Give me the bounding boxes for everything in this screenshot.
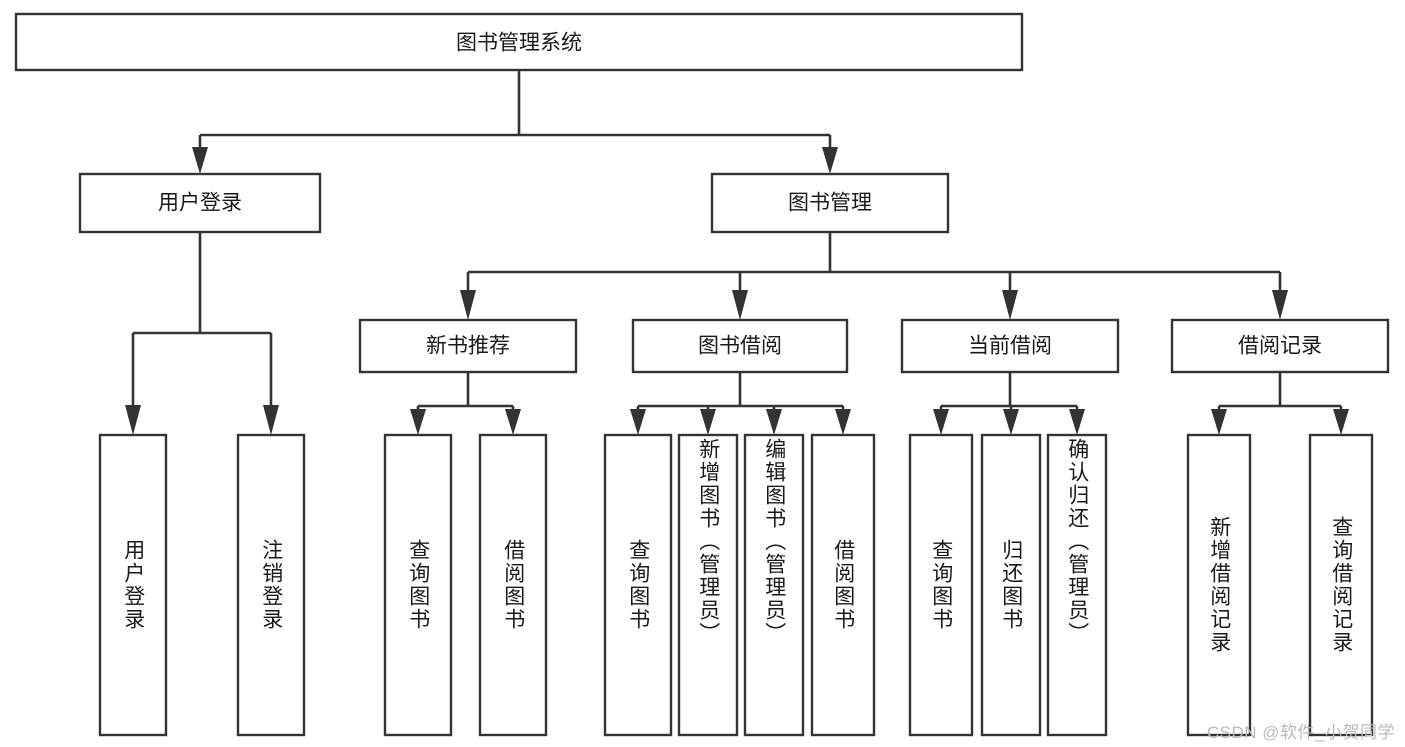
arrow-user-login-leaf-2 (263, 405, 279, 435)
arrow-cb-leaf-3 (1069, 409, 1085, 435)
arrow-br-leaf-1 (1211, 409, 1227, 435)
node-new-book-rec[interactable] (358, 318, 578, 374)
arrow-cb-leaf-1 (933, 409, 949, 435)
arrow-bb-leaf-3 (766, 409, 782, 435)
arrow-bb-leaf-4 (835, 409, 851, 435)
arrow-nbr-leaf-1 (410, 409, 426, 435)
node-borrow-record[interactable] (1170, 318, 1390, 374)
node-box-group: 图书管理系统 用户登录 图书管理 新书推荐 图书借阅 当前借阅 借阅记录 (14, 12, 1390, 737)
connector-group (125, 70, 1349, 435)
node-borrow-record-label: 借阅记录 (1238, 335, 1322, 358)
node-user-login-label: 用户登录 (158, 192, 242, 215)
arrow-bm-to-current-borrow (1002, 290, 1018, 320)
node-leaf-query-book-cb[interactable] (908, 433, 974, 737)
node-leaf-user-login[interactable] (98, 433, 168, 737)
node-leaf-add-book[interactable] (677, 433, 739, 737)
arrow-root-to-user-login (192, 147, 208, 174)
arrow-bm-to-new-book-rec (460, 290, 476, 320)
node-leaf-add-record[interactable] (1186, 433, 1252, 737)
node-new-book-rec-label: 新书推荐 (426, 335, 510, 358)
node-leaf-return-book[interactable] (980, 433, 1042, 737)
watermark-text: CSDN @软件_小贺同学 (1206, 723, 1395, 742)
node-leaf-logout[interactable] (236, 433, 306, 737)
node-root[interactable] (14, 12, 1024, 72)
arrow-bb-leaf-1 (630, 409, 646, 435)
node-book-manage-label: 图书管理 (788, 192, 872, 215)
node-current-borrow[interactable] (900, 318, 1120, 374)
arrow-root-to-book-manage (822, 147, 838, 174)
node-root-label: 图书管理系统 (456, 32, 582, 55)
arrow-bb-leaf-2 (700, 409, 716, 435)
node-leaf-query-book-bb[interactable] (603, 433, 673, 737)
node-current-borrow-label: 当前借阅 (968, 335, 1052, 358)
node-leaf-edit-book[interactable] (743, 433, 805, 737)
node-leaf-borrow-book-bb[interactable] (810, 433, 876, 737)
node-book-borrow-label: 图书借阅 (698, 335, 782, 358)
node-leaf-borrow-book-rec[interactable] (478, 433, 548, 737)
arrow-cb-leaf-2 (1003, 409, 1019, 435)
arrow-user-login-leaf-1 (125, 405, 141, 435)
node-leaf-query-record[interactable] (1308, 433, 1374, 737)
node-leaf-query-book-rec[interactable] (383, 433, 453, 737)
arrow-bm-to-borrow-record (1272, 290, 1288, 320)
arrow-br-leaf-2 (1333, 409, 1349, 435)
node-leaf-confirm-return[interactable] (1046, 433, 1108, 737)
node-user-login[interactable] (78, 172, 322, 234)
node-book-manage[interactable] (710, 172, 950, 234)
node-book-borrow[interactable] (631, 318, 849, 374)
arrow-bm-to-book-borrow (732, 290, 748, 320)
arrow-nbr-leaf-2 (505, 409, 521, 435)
